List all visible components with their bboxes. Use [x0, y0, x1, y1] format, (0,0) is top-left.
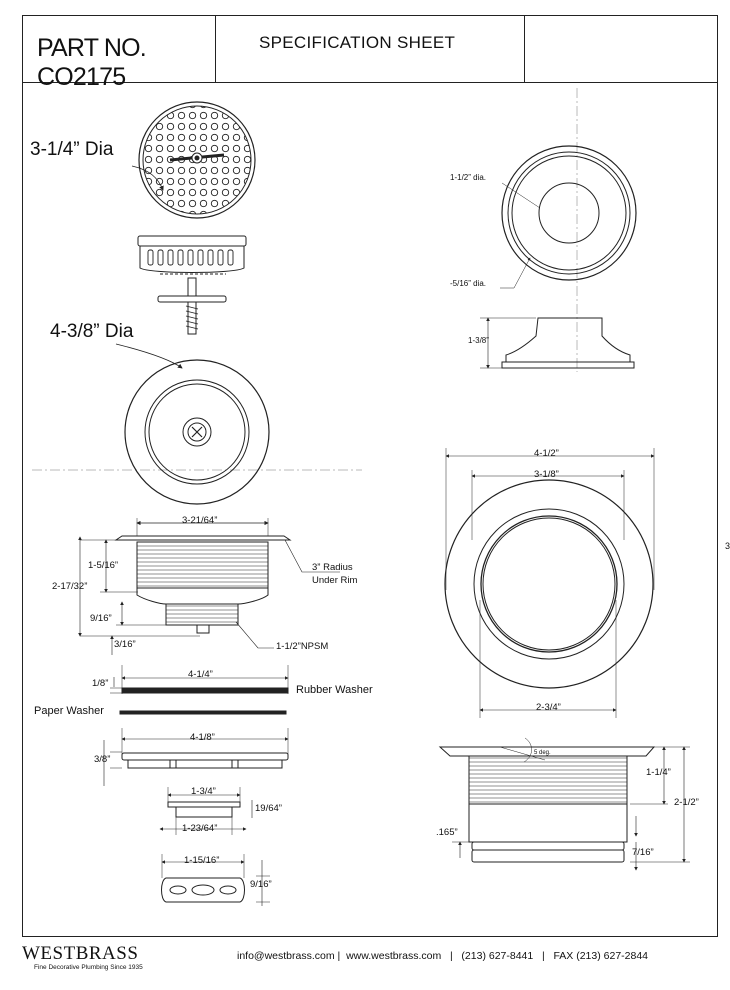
- center-lines: [32, 88, 578, 471]
- slotted-stopper: [161, 854, 270, 906]
- strainer-dia-label: 3-1/4” Dia: [30, 139, 114, 160]
- dim-3-1-8: 3-1/8”: [534, 469, 559, 480]
- strainer-basket-side: [137, 235, 247, 335]
- dim-npsm: 1-1/2”NPSM: [276, 641, 329, 652]
- page-number: 3: [725, 541, 730, 551]
- sheet-frame: PART NO. CO2175 SPECIFICATION SHEET: [22, 15, 718, 937]
- dim-3-16: 3/16”: [114, 639, 136, 650]
- rubber-washer: [110, 665, 289, 694]
- flange-large-top-view: [444, 448, 655, 718]
- dim-1-3-4: 1-3/4”: [191, 786, 216, 797]
- flange-top-view: [115, 343, 270, 505]
- title-cell: SPECIFICATION SHEET: [216, 16, 525, 82]
- dim-under-rim: Under Rim: [312, 575, 358, 586]
- dim-1-1-4: 1-1/4”: [646, 767, 671, 778]
- dim-1-1-2-dia: 1-1/2” dia.: [450, 173, 487, 182]
- paper-washer: [119, 710, 287, 715]
- dim-1-23-64: 1-23/64”: [182, 823, 218, 834]
- dim-5-16-dia: -5/16” dia.: [450, 279, 487, 288]
- dim-4-1-2: 4-1/2”: [534, 448, 559, 459]
- dim-1-8: 1/8”: [92, 678, 109, 689]
- paper-washer-label: Paper Washer: [34, 705, 104, 717]
- dim-165: .165”: [436, 827, 458, 838]
- cap-top-view: [500, 145, 637, 289]
- dim-2-17-32: 2-17/32”: [52, 581, 88, 592]
- dim-3-21-64: 3-21/64”: [182, 515, 218, 526]
- brand-tagline: Fine Decorative Plumbing Since 1935: [34, 964, 143, 971]
- cap-side-view: [480, 317, 635, 369]
- dim-4-1-4: 4-1/4”: [188, 669, 213, 680]
- flange-body-side-view: [438, 737, 690, 871]
- dim-9-16-a: 9/16”: [90, 613, 112, 624]
- dim-19-64: 19/64”: [255, 803, 282, 814]
- flange-dia-label: 4-3/8” Dia: [50, 321, 134, 342]
- sheet-title: SPECIFICATION SHEET: [259, 33, 456, 52]
- header-bar: PART NO. CO2175 SPECIFICATION SHEET: [23, 16, 717, 91]
- brand-logo: WESTBRASS: [22, 943, 139, 964]
- dim-3-radius: 3” Radius: [312, 562, 353, 573]
- dim-3-8-a: 3/8”: [94, 754, 111, 765]
- dim-9-16-b: 9/16”: [250, 879, 272, 890]
- footer: WESTBRASS Fine Decorative Plumbing Since…: [0, 940, 730, 990]
- dim-1-5-16: 1-5/16”: [88, 560, 119, 571]
- contact-info: info@westbrass.com | www.westbrass.com |…: [237, 950, 649, 962]
- dim-7-16: 7/16”: [632, 847, 654, 858]
- small-ring: [159, 787, 253, 835]
- rubber-washer-label: Rubber Washer: [296, 684, 373, 696]
- strainer-body-side: [78, 518, 340, 655]
- dim-1-3-8: 1-3/8”: [468, 336, 489, 345]
- part-number: PART NO. CO2175: [37, 34, 147, 91]
- dim-5-deg: 5 deg.: [534, 750, 551, 756]
- lock-nut: [103, 728, 289, 786]
- dim-2-1-2: 2-1/2”: [674, 797, 699, 808]
- dim-4-1-8: 4-1/8”: [190, 732, 215, 743]
- dim-1-15-16: 1-15/16”: [184, 855, 220, 866]
- strainer-top-view: [131, 101, 256, 219]
- part-number-cell: PART NO. CO2175: [23, 16, 216, 91]
- dim-2-3-4: 2-3/4”: [536, 702, 561, 713]
